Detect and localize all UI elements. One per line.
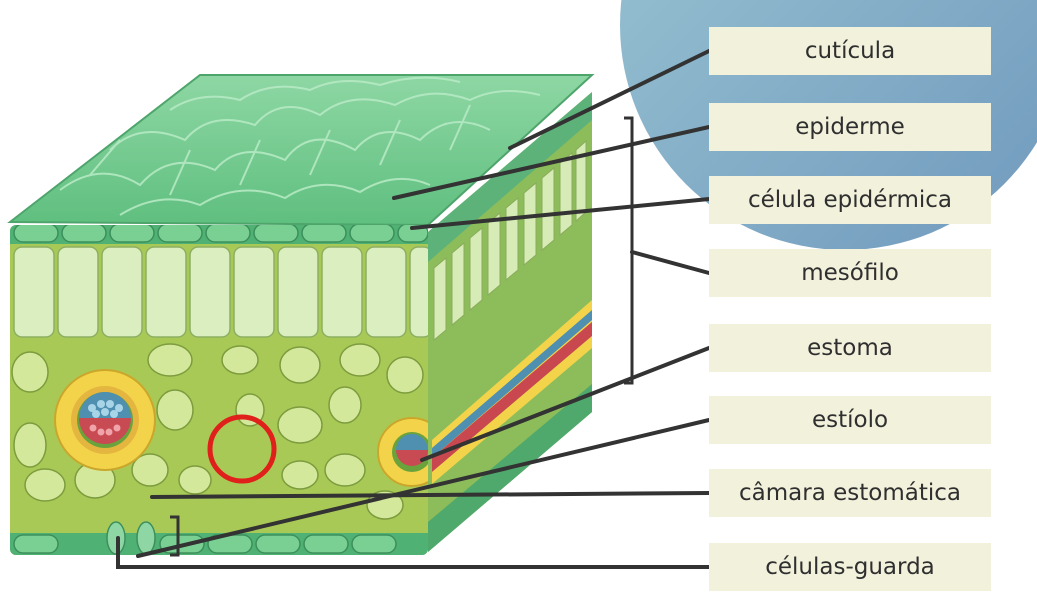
label-epidermis: epiderme (709, 103, 991, 151)
label-epidermal-cell: célula epidérmica (709, 176, 991, 224)
label-guard-cells: células-guarda (709, 543, 991, 591)
label-stomatal-chamber: câmara estomática (709, 469, 991, 517)
label-stoma: estoma (709, 324, 991, 372)
leaf-front-face (10, 222, 446, 555)
vascular-bundle (55, 370, 155, 470)
label-cuticle: cutícula (709, 27, 991, 75)
label-stiolo: estíolo (709, 396, 991, 444)
label-mesophyll: mesófilo (709, 249, 991, 297)
